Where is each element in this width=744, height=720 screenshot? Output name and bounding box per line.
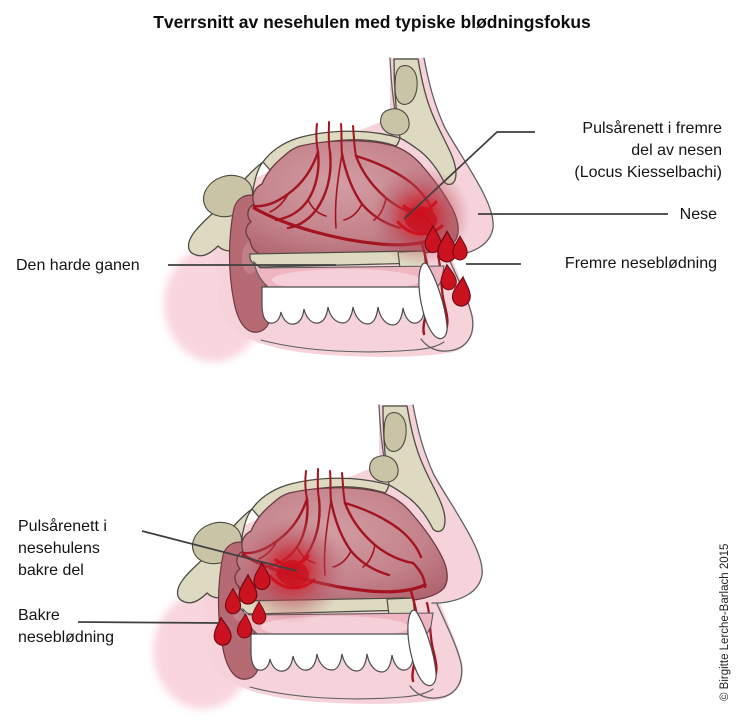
posterior-nosebleed-figure [77,405,482,709]
anterior-nosebleed-figure [164,58,668,362]
copyright-credit: © Birgitte Lerche-Barlach 2015 [719,543,731,701]
label-plexus-anterior: Pulsårenett i fremre del av nesen (Locus… [574,120,722,181]
label-hard-palate: Den harde ganen [16,257,140,274]
leader-lines-top [168,131,668,266]
label-nose: Nese [679,206,717,223]
leader-plexus-anterior [403,131,535,220]
label-anterior-bleeding: Fremre neseblødning [564,255,717,272]
label-plexus-posterior: Pulsårenett i nesehulens bakre del [18,518,107,579]
leader-plexus-posterior [141,530,298,572]
page-title: Tverrsnitt av nesehulen med typiske blød… [153,12,591,32]
leader-lines-bottom [77,530,298,624]
label-posterior-bleeding: Bakre neseblødning [18,607,115,646]
leader-posterior-bleeding [77,621,220,624]
